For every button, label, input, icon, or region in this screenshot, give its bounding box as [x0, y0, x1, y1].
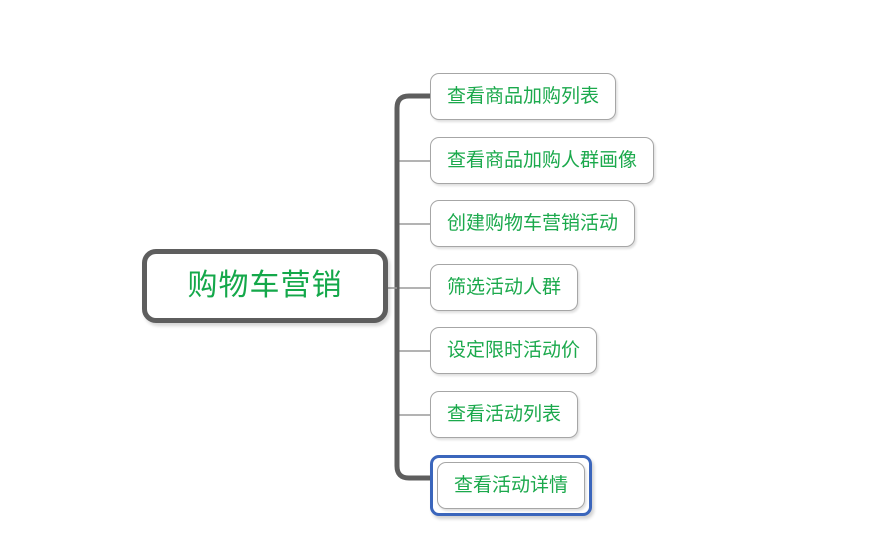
child-node-5[interactable]: 设定限时活动价 [430, 327, 598, 374]
child-node-label: 创建购物车营销活动 [447, 212, 619, 234]
child-node-7-wrapper[interactable]: 查看活动详情 [430, 455, 593, 516]
child-node-4[interactable]: 筛选活动人群 [430, 264, 579, 311]
child-node-label: 查看商品加购列表 [447, 85, 600, 107]
child-node-3[interactable]: 创建购物车营销活动 [430, 200, 636, 247]
child-node-label: 查看活动列表 [447, 403, 562, 425]
child-node-1[interactable]: 查看商品加购列表 [430, 73, 617, 120]
child-node-6[interactable]: 查看活动列表 [430, 391, 579, 438]
branch-stubs [397, 160, 430, 416]
child-node-label: 筛选活动人群 [447, 276, 562, 298]
child-node-label: 查看活动详情 [454, 474, 569, 496]
child-node-7[interactable]: 查看活动详情 [437, 462, 586, 509]
child-node-label: 查看商品加购人群画像 [447, 149, 638, 171]
root-node-label: 购物车营销 [187, 268, 343, 303]
child-node-label: 设定限时活动价 [447, 339, 581, 361]
child-node-2[interactable]: 查看商品加购人群画像 [430, 137, 655, 184]
trunk-line [394, 93, 433, 481]
root-node[interactable]: 购物车营销 [142, 249, 388, 323]
